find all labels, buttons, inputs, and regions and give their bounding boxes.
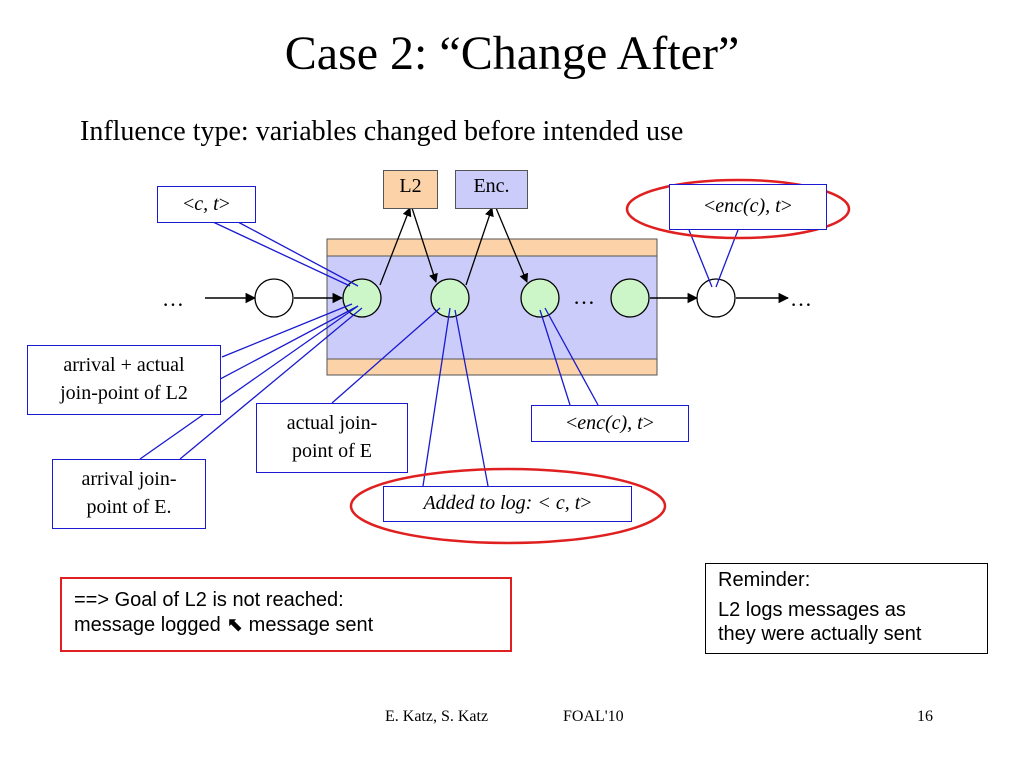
- callout-added-to-log: Added to log: < c, t>: [383, 486, 632, 522]
- callout-text-italic: c, t: [194, 193, 219, 215]
- callout-arrival-e: arrival join- point of E.: [52, 459, 206, 529]
- footer-authors: E. Katz, S. Katz: [385, 708, 489, 725]
- conclusion-box: ==> Goal of L2 is not reached: message l…: [60, 577, 512, 652]
- l2-out-arrow: [411, 207, 438, 283]
- footer-conference: FOAL'10: [563, 708, 624, 725]
- reminder-line-1: L2 logs messages as: [718, 599, 906, 621]
- callout-text-italic: enc(c), t: [715, 195, 781, 217]
- enc-out-arrow: [495, 207, 529, 283]
- join-point-node: [610, 278, 650, 318]
- callout-text-post: >: [218, 193, 230, 215]
- conclusion-text-b: message sent: [248, 614, 374, 636]
- callout-text-pre: <: [703, 195, 716, 217]
- flow-node: [696, 278, 736, 318]
- callout-text-post: >: [580, 492, 592, 514]
- l2-in-arrow: [379, 207, 412, 286]
- callout-text-italic: enc(c), t: [577, 412, 643, 434]
- callout-line-2: point of E: [292, 440, 372, 462]
- footer-page-number: 16: [917, 708, 933, 725]
- callout-text-post: >: [780, 195, 793, 217]
- slide-subtitle: Influence type: variables changed before…: [80, 116, 684, 147]
- ellipsis-left: …: [162, 286, 184, 311]
- highlight-ellipse-output: [625, 178, 851, 240]
- reminder-heading: Reminder:: [718, 569, 811, 591]
- ellipsis-right: …: [790, 286, 812, 311]
- join-point-node: [520, 278, 560, 318]
- callout-text-italic: Added to log: < c, t: [423, 492, 581, 514]
- reminder-box: Reminder: L2 logs messages as they were …: [705, 563, 988, 654]
- ellipsis-mid: …: [573, 284, 595, 309]
- enc-in-arrow: [465, 207, 494, 286]
- conclusion-text-a: message logged: [74, 614, 221, 636]
- not-equal-arrow-icon: ⬉: [226, 614, 244, 636]
- callout-text-post: >: [642, 412, 655, 434]
- aspect-band-inner: [326, 255, 658, 360]
- slide-title: Case 2: “Change After”: [284, 27, 740, 80]
- callout-line-2: point of E.: [86, 496, 172, 518]
- callout-message-output: <enc(c), t>: [669, 184, 827, 230]
- callout-encrypted-message: <enc(c), t>: [531, 405, 689, 442]
- reminder-line-2: they were actually sent: [718, 623, 922, 645]
- flow-node: [254, 278, 294, 318]
- callout-line-1: arrival join-: [81, 468, 177, 490]
- callout-text-pre: <: [183, 193, 195, 215]
- callout-line-1: arrival + actual: [63, 354, 185, 376]
- join-point-node: [430, 278, 470, 318]
- callout-text-pre: <: [565, 412, 578, 434]
- aspect-tag-l2: L2: [383, 170, 438, 209]
- join-point-node: [342, 278, 382, 318]
- conclusion-line-1: ==> Goal of L2 is not reached:: [74, 589, 344, 611]
- highlight-ellipse-log: [349, 467, 667, 545]
- aspect-tag-enc: Enc.: [455, 170, 528, 209]
- conclusion-line-2: message logged ⬉ message sent: [74, 613, 510, 638]
- callout-actual-e: actual join- point of E: [256, 403, 408, 473]
- callout-pointers: [139, 221, 739, 487]
- callout-line-1: actual join-: [286, 412, 378, 434]
- callout-line-2: join-point of L2: [60, 382, 188, 404]
- callout-message-input: <c, t>: [157, 186, 256, 223]
- callout-arrival-actual-l2: arrival + actual join-point of L2: [27, 345, 221, 415]
